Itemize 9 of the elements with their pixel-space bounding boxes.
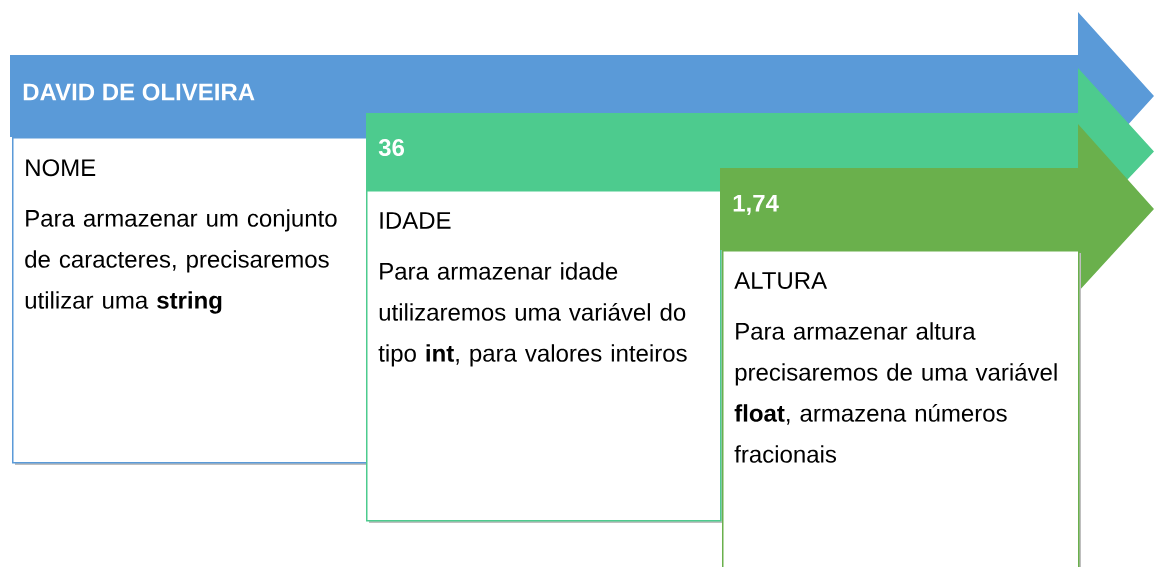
box-text: Para armazenar altura precisaremos de uma variável float, armazena números fracionais (734, 322, 1057, 463)
box-text: Para armazenar um conjunto de caracteres, precisaremos utilizar uma string (25, 209, 337, 314)
info-box (12, 137, 369, 465)
info-box (722, 250, 1081, 567)
info-box (366, 190, 723, 523)
box-heading: NOME (26, 159, 96, 177)
box-heading: IDADE (380, 212, 451, 229)
box-heading: ALTURA (734, 272, 828, 289)
box-text: Para armazenar idade utilizaremos uma variável do tipo int, para valores inteiros (378, 262, 687, 367)
